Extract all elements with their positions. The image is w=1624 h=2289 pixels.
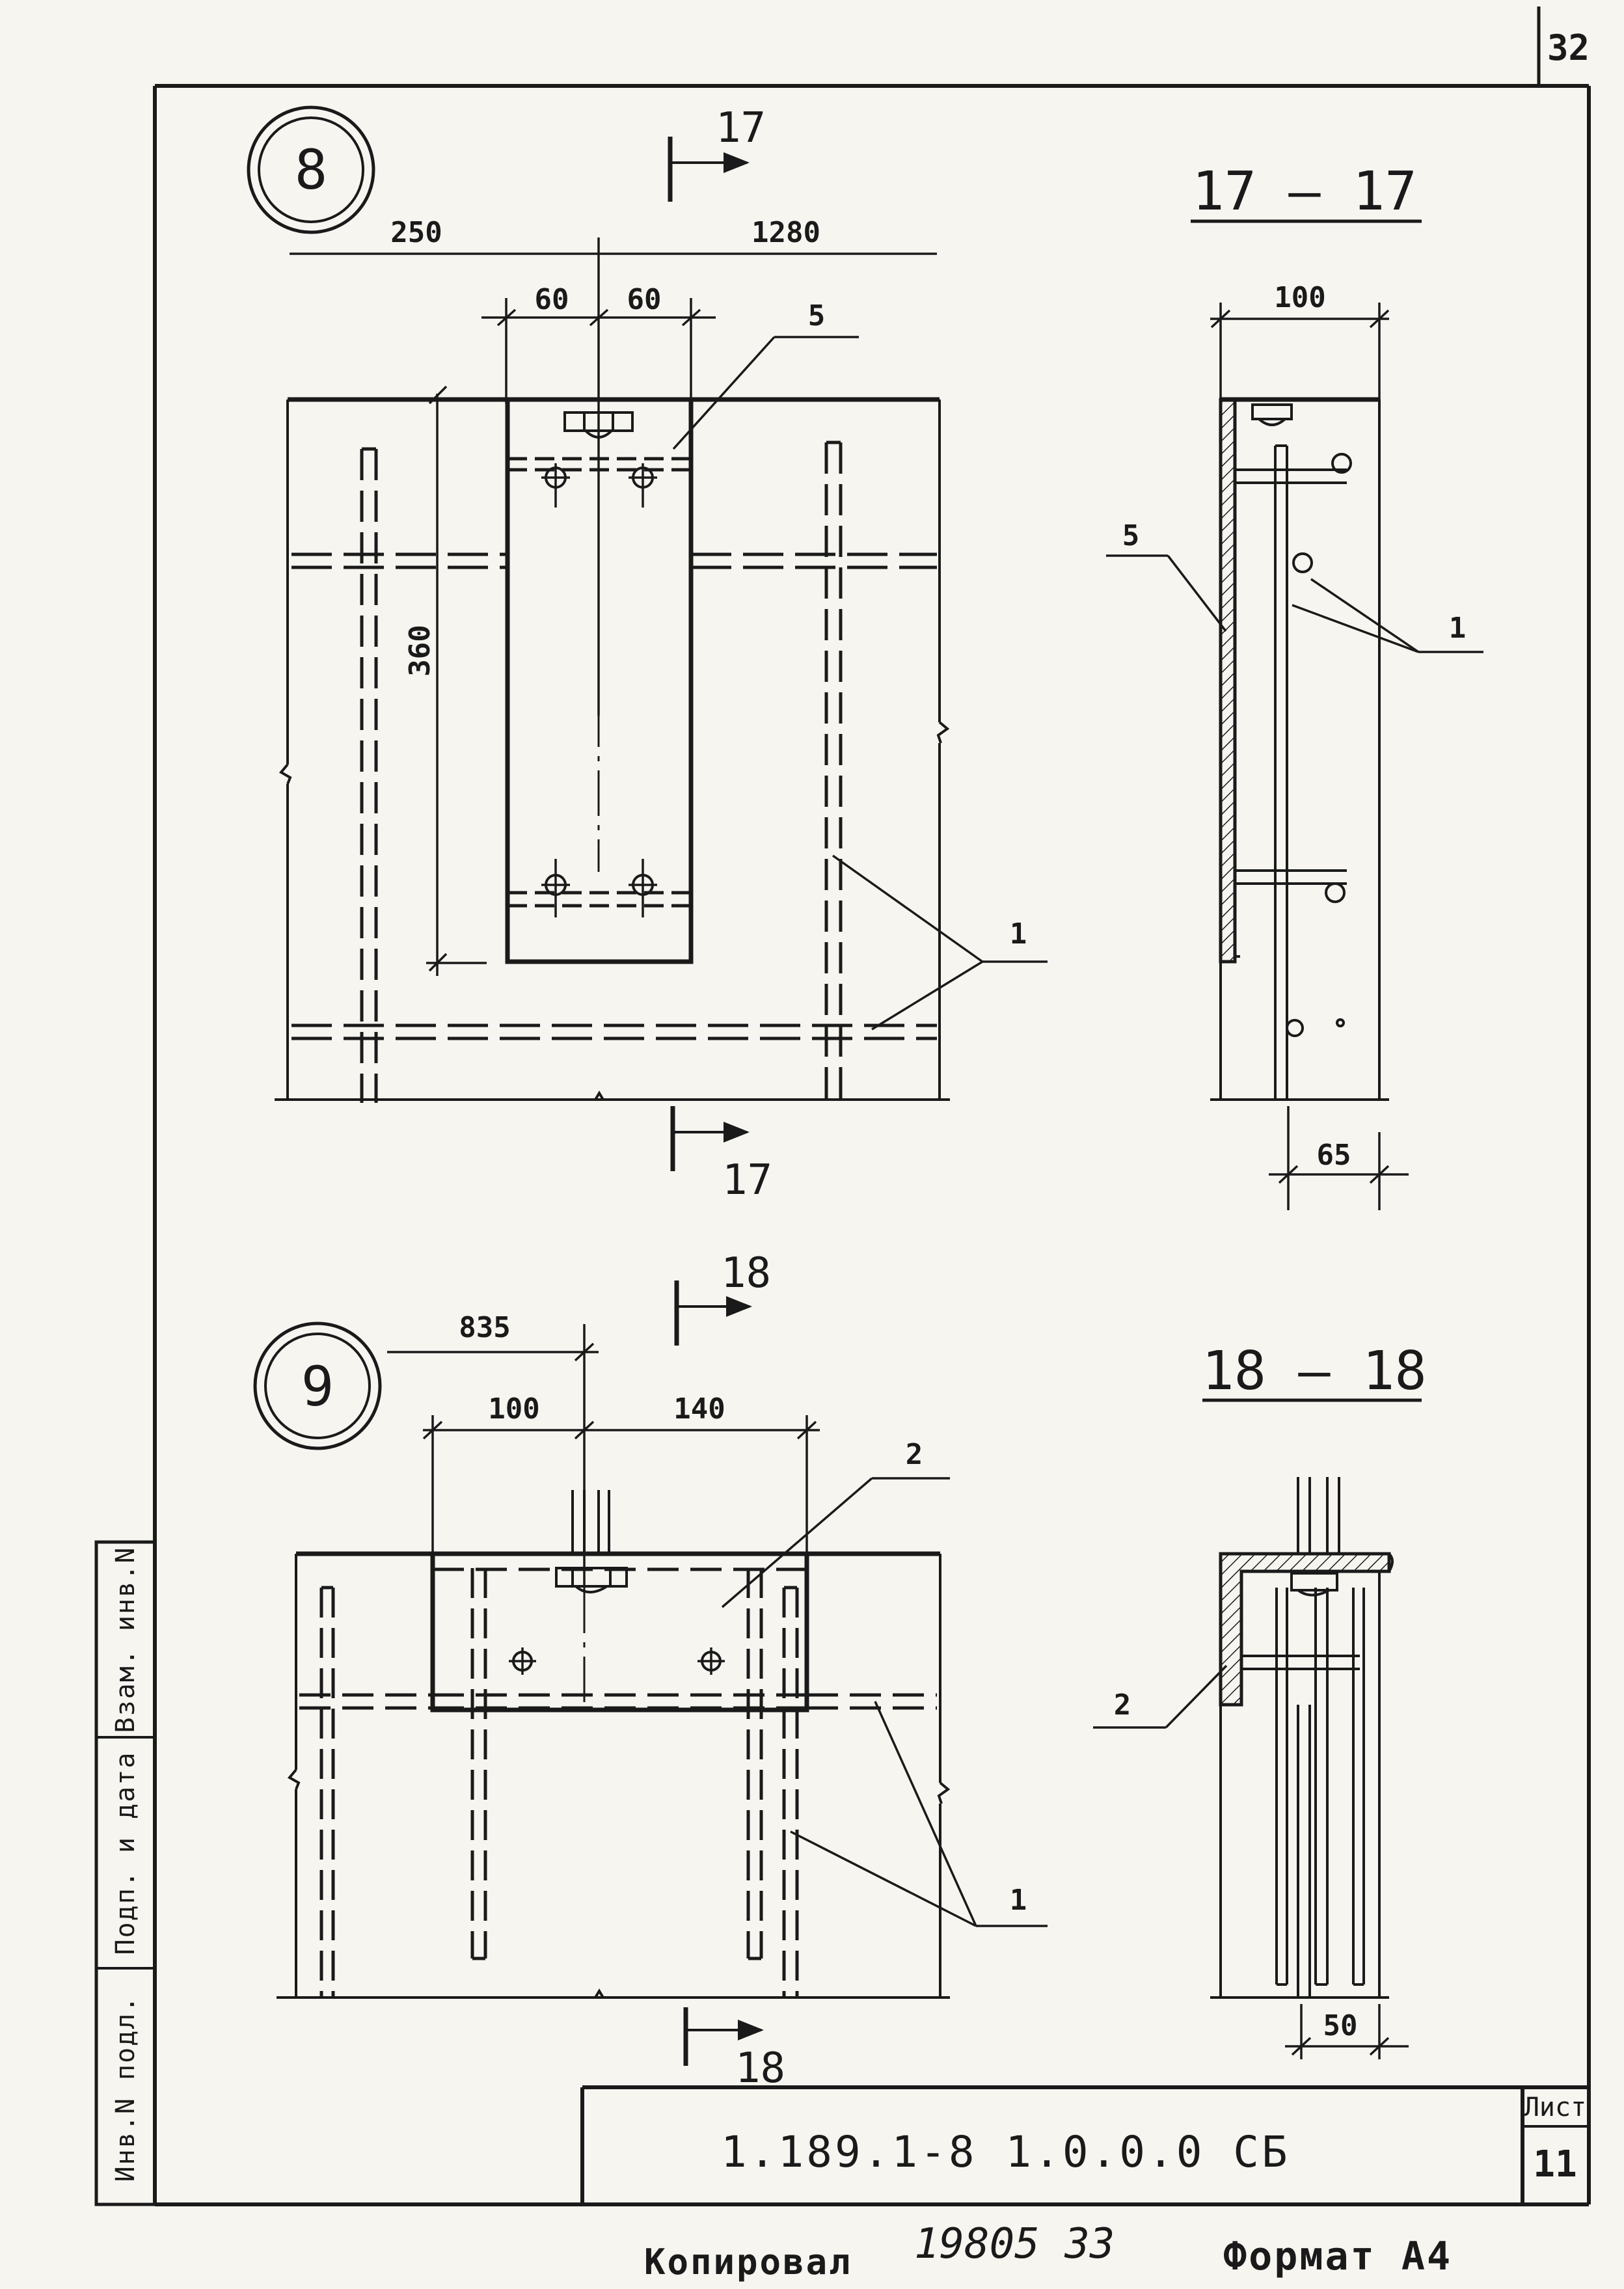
plate-5 bbox=[505, 397, 694, 964]
plate-2 bbox=[430, 1551, 809, 1713]
detail-8-callouts: 5 1 bbox=[672, 299, 1048, 1031]
svg-text:65: 65 bbox=[1317, 1139, 1351, 1172]
title-block: 1.189.1-8 1.0.0.0 СБ Лист 11 bbox=[580, 2085, 1589, 2204]
footer: Копировал 19805 33 Формат А4 bbox=[644, 2220, 1452, 2282]
svg-text:140: 140 bbox=[673, 1392, 725, 1426]
svg-text:60: 60 bbox=[535, 283, 569, 316]
side-stamp: Инв.N подл. Подп. и дата Взам. инв.N bbox=[94, 1540, 157, 2206]
detail-8-body bbox=[275, 397, 950, 1103]
svg-text:2: 2 bbox=[906, 1438, 923, 1471]
section-cut-18-top: 18 bbox=[674, 1249, 771, 1346]
svg-text:100: 100 bbox=[1274, 281, 1325, 314]
bolt-holes bbox=[541, 463, 657, 917]
svg-text:5: 5 bbox=[808, 299, 826, 332]
section-cut-17-top: 17 bbox=[668, 104, 766, 202]
section-18-title: 18 — 18 bbox=[1202, 1340, 1427, 1402]
detail-9-callouts: 2 1 bbox=[721, 1438, 1048, 1927]
format-label: Формат А4 bbox=[1223, 2234, 1452, 2279]
svg-text:5: 5 bbox=[1122, 519, 1140, 552]
sheet-corner-number: 32 bbox=[1547, 27, 1590, 68]
stamp-inv-original: Инв.N подл. bbox=[111, 1996, 141, 2182]
stamp-replaced-inv: Взам. инв.N bbox=[111, 1547, 141, 1733]
order-number: 19805 33 bbox=[914, 2220, 1115, 2268]
sheet-frame bbox=[153, 7, 1591, 2206]
sheet-label: Лист bbox=[1524, 2093, 1586, 2122]
svg-text:250: 250 bbox=[390, 216, 442, 249]
section-17-title: 17 — 17 bbox=[1192, 161, 1417, 223]
section-17-17: 17 — 17 100 65 bbox=[1106, 161, 1483, 1210]
copied-label: Копировал bbox=[644, 2242, 852, 2282]
detail-8-circle bbox=[247, 105, 375, 234]
plate-5-section bbox=[1219, 398, 1237, 964]
section-18-18: 18 — 18 50 2 bbox=[1093, 1340, 1427, 2059]
svg-text:50: 50 bbox=[1323, 2009, 1358, 2042]
svg-text:360: 360 bbox=[403, 625, 437, 676]
svg-text:2: 2 bbox=[1114, 1688, 1131, 1722]
sheet-number: 11 bbox=[1533, 2143, 1577, 2186]
svg-text:835: 835 bbox=[459, 1311, 510, 1344]
detail-8-number: 8 bbox=[295, 138, 328, 202]
detail-9-circle bbox=[253, 1321, 382, 1450]
detail-8: 8 17 17 250 1280 60 60 bbox=[247, 104, 1048, 1204]
svg-text:60: 60 bbox=[627, 283, 662, 316]
section-cut-17-bottom: 17 bbox=[670, 1106, 772, 1204]
detail-9-dimensions: 835 100 140 bbox=[387, 1311, 820, 1588]
svg-text:1280: 1280 bbox=[751, 216, 820, 249]
svg-text:18: 18 bbox=[721, 1249, 771, 1297]
detail-9: 9 18 18 835 100 140 bbox=[253, 1249, 1048, 2093]
detail-9-number: 9 bbox=[301, 1355, 334, 1418]
svg-text:17: 17 bbox=[722, 1156, 772, 1204]
svg-text:1: 1 bbox=[1010, 1884, 1027, 1917]
svg-text:1: 1 bbox=[1449, 612, 1467, 645]
section-cut-18-bottom: 18 bbox=[683, 2007, 785, 2093]
stamp-signature-date: Подп. и дата bbox=[111, 1752, 141, 1955]
svg-text:18: 18 bbox=[735, 2044, 785, 2093]
document-code: 1.189.1-8 1.0.0.0 СБ bbox=[721, 2127, 1290, 2177]
svg-text:1: 1 bbox=[1010, 917, 1027, 951]
detail-9-body bbox=[277, 1490, 951, 1999]
svg-text:17: 17 bbox=[716, 104, 766, 152]
svg-text:100: 100 bbox=[488, 1392, 539, 1426]
